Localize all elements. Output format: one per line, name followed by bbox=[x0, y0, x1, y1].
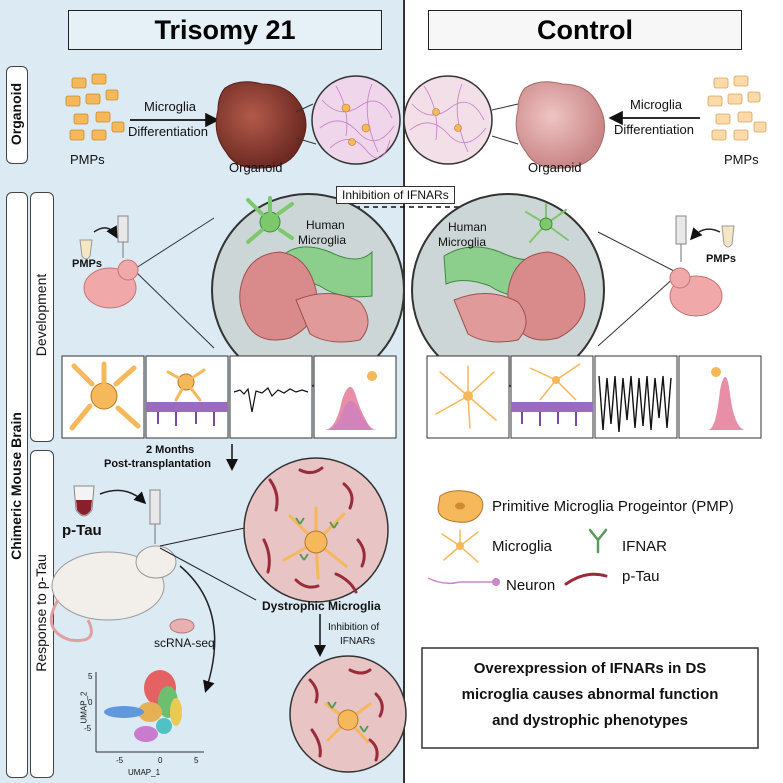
left-pmp-cluster bbox=[65, 73, 125, 141]
legend-ptau-label: p-Tau bbox=[622, 568, 660, 585]
center-divider bbox=[403, 0, 405, 783]
right-arrow-label-1: Microglia bbox=[630, 97, 683, 112]
dystrophic-label: Dystrophic Microglia bbox=[262, 599, 381, 613]
conclusion-line-1: Overexpression of IFNARs in DS bbox=[473, 660, 707, 677]
conclusion-line-2: microglia causes abnormal function bbox=[461, 686, 719, 703]
right-pmps-label: PMPs bbox=[724, 152, 759, 167]
left-arrow-label-1: Microglia bbox=[144, 99, 197, 114]
conclusion-line-3: and dystrophic phenotypes bbox=[492, 712, 688, 729]
legend-ifnar-label: IFNAR bbox=[622, 538, 667, 555]
left-arrow-label-2: Differentiation bbox=[128, 124, 208, 139]
development-side-box bbox=[30, 192, 54, 442]
left-microglia-label: Microglia bbox=[298, 233, 347, 247]
right-panel-microglia-morphology bbox=[426, 355, 510, 439]
legend-ptau-icon bbox=[564, 572, 608, 586]
response-side-box bbox=[30, 450, 54, 778]
conclusion-box bbox=[421, 647, 759, 749]
left-pmps-label: PMPs bbox=[70, 152, 105, 167]
umap-xtick-1: 0 bbox=[158, 756, 163, 765]
left-organoid-shape bbox=[215, 81, 307, 169]
ptau-label: p-Tau bbox=[62, 522, 102, 539]
right-organoid-label: Organoid bbox=[528, 160, 582, 175]
legend-pmp-label: Primitive Microglia Progeintor (PMP) bbox=[492, 498, 734, 515]
right-panel-flow bbox=[678, 355, 762, 439]
umap-ytick-1: 0 bbox=[88, 698, 93, 707]
dystrophic-ptau-fibers bbox=[262, 466, 366, 594]
right-pmp-cluster bbox=[707, 75, 767, 141]
legend-ifnar-icon bbox=[588, 528, 608, 554]
right-microglia-label: Microglia bbox=[438, 235, 487, 249]
left-green-microglia bbox=[246, 196, 294, 244]
right-green-microglia bbox=[525, 203, 569, 243]
months-label-1: 2 Months bbox=[146, 444, 195, 456]
legend-pmp-icon bbox=[437, 490, 484, 523]
right-human-label: Human bbox=[448, 220, 487, 234]
right-panel-neuron-contact bbox=[510, 355, 594, 439]
left-panel-neuron-contact bbox=[145, 355, 229, 439]
left-panel-microglia-morphology bbox=[61, 355, 145, 439]
left-organoid-label: Organoid bbox=[229, 160, 283, 175]
right-organoid-shape bbox=[515, 81, 605, 169]
inhib-label-2: IFNARs bbox=[340, 636, 375, 647]
left-human-label: Human bbox=[306, 218, 345, 232]
right-panel-trace bbox=[594, 355, 678, 439]
left-dev-pmps-label: PMPs bbox=[72, 258, 102, 270]
legend-microglia-label: Microglia bbox=[492, 538, 553, 555]
inhib-label-1: Inhibition of bbox=[328, 622, 380, 633]
left-column-title: Trisomy 21 bbox=[68, 10, 382, 50]
inhibition-label: Inhibition of IFNARs bbox=[336, 186, 455, 204]
right-arrow-label-2: Differentiation bbox=[614, 122, 694, 137]
months-label-2: Post-transplantation bbox=[104, 458, 211, 470]
chimeric-side-box bbox=[6, 192, 28, 778]
umap-x-label: UMAP_1 bbox=[128, 768, 161, 777]
dystrophic-microglia-cell bbox=[282, 506, 348, 580]
umap-xtick-0: -5 bbox=[116, 756, 124, 765]
umap-y-label: UMAP_2 bbox=[79, 691, 89, 724]
legend-neuron-icon bbox=[427, 577, 500, 586]
umap-ytick-2: -5 bbox=[84, 724, 92, 733]
legend-neuron-label: Neuron bbox=[506, 577, 556, 594]
mouse-body bbox=[51, 551, 165, 621]
organoid-side-box bbox=[6, 66, 28, 164]
umap-plot bbox=[95, 670, 204, 753]
umap-xtick-2: 5 bbox=[194, 756, 199, 765]
left-panel-trace bbox=[229, 355, 313, 439]
left-panel-flow bbox=[313, 355, 397, 439]
scrna-label: scRNA-seq bbox=[154, 636, 215, 650]
legend-microglia-icon bbox=[441, 529, 479, 563]
right-dev-pmps-label: PMPs bbox=[706, 253, 736, 265]
right-column-title: Control bbox=[428, 10, 742, 50]
umap-ytick-0: 5 bbox=[88, 672, 93, 681]
